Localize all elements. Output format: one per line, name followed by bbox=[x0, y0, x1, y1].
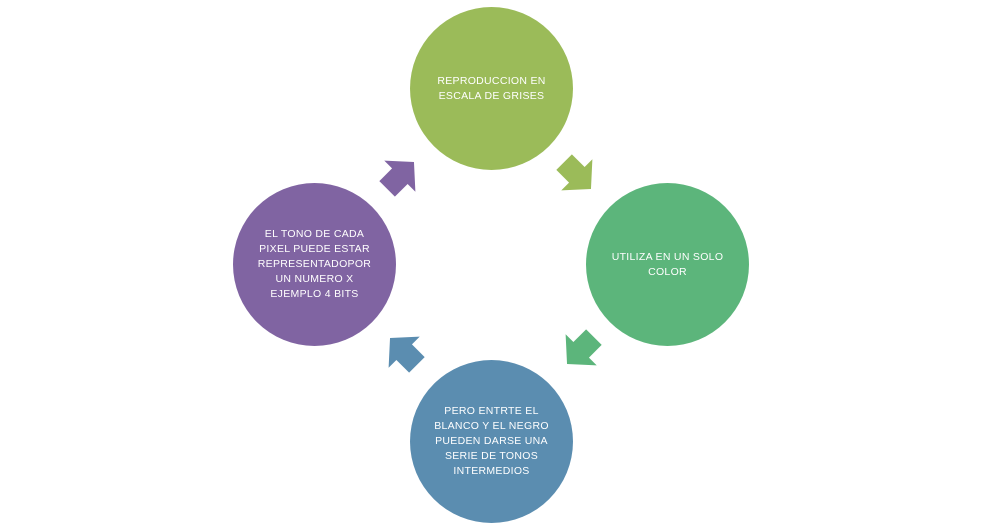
cycle-node-grayscale-reproduction: REPRODUCCION EN ESCALA DE GRISES bbox=[410, 7, 573, 170]
arrow-node-1-to-node-2 bbox=[556, 154, 593, 191]
arrow-node-4-to-node-1 bbox=[379, 160, 416, 197]
arrow-node-3-to-node-4 bbox=[388, 336, 425, 373]
node-label: REPRODUCCION EN ESCALA DE GRISES bbox=[437, 74, 546, 102]
node-label: UTILIZA EN UN SOLO COLOR bbox=[611, 250, 724, 278]
cycle-node-pixel-tone: EL TONO DE CADA PIXEL PUEDE ESTAR REPRES… bbox=[233, 183, 396, 346]
cycle-node-intermediate-tones: PERO ENTRTE EL BLANCO Y EL NEGRO PUEDEN … bbox=[410, 360, 573, 523]
arrow-node-2-to-node-3 bbox=[565, 329, 602, 366]
node-label: EL TONO DE CADA PIXEL PUEDE ESTAR REPRES… bbox=[257, 228, 372, 300]
cycle-node-single-color: UTILIZA EN UN SOLO COLOR bbox=[586, 183, 749, 346]
node-label: PERO ENTRTE EL BLANCO Y EL NEGRO PUEDEN … bbox=[434, 405, 549, 477]
